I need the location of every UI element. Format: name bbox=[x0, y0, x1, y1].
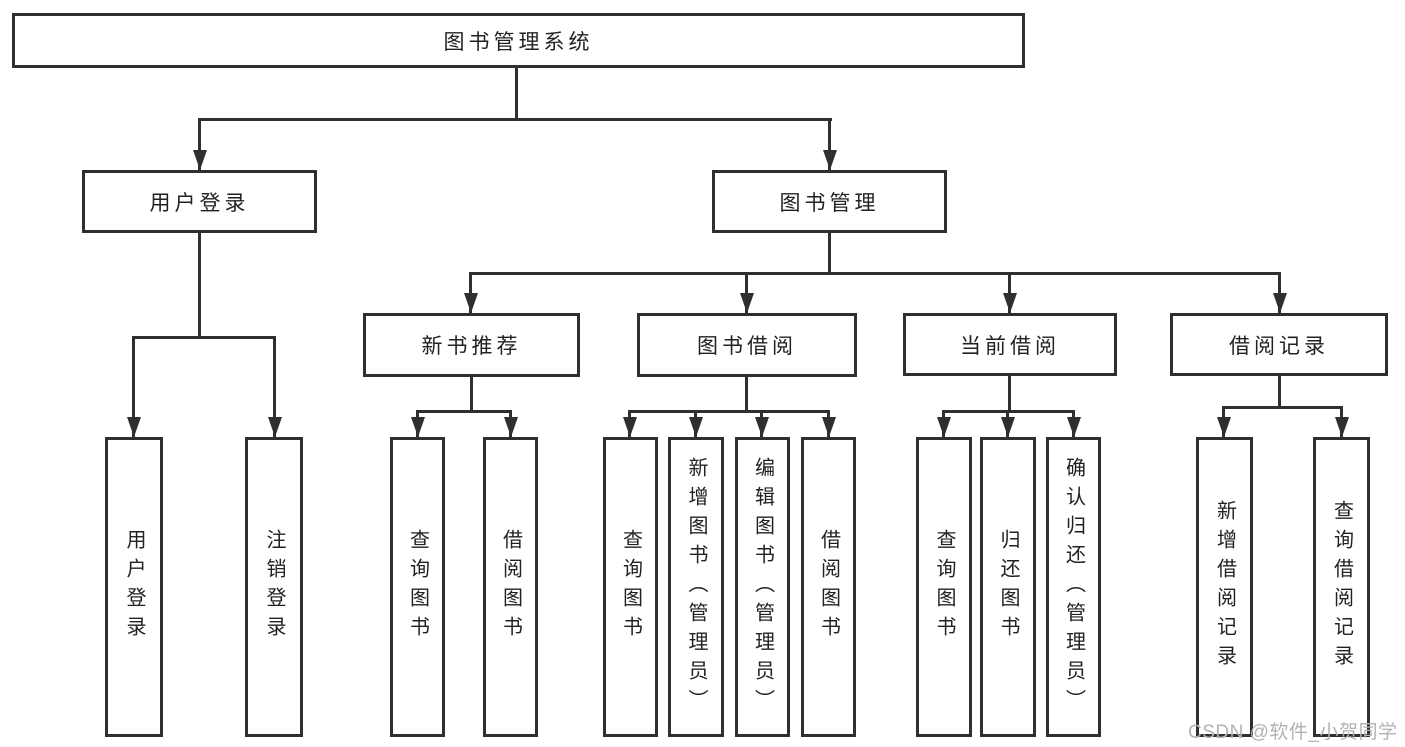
node-borrow-records: 借阅记录 bbox=[1170, 313, 1388, 376]
node-book-mgmt: 图书管理 bbox=[712, 170, 947, 233]
node-bb-borrow-books: 借阅图书 bbox=[801, 437, 856, 737]
connector-book-mgmt-stub bbox=[828, 233, 831, 272]
node-root: 图书管理系统 bbox=[12, 13, 1025, 68]
arrow-to-book-mgmt bbox=[828, 118, 831, 170]
node-cb-confirm-return-admin: 确认归还（管理员） bbox=[1046, 437, 1101, 737]
arrow-to-bb-query bbox=[628, 410, 631, 437]
node-cb-return-books: 归还图书 bbox=[980, 437, 1036, 737]
arrow-to-cb-query bbox=[942, 410, 945, 437]
arrow-to-new-book-rec bbox=[469, 272, 472, 313]
node-cb-query-books: 查询图书 bbox=[916, 437, 972, 737]
arrow-to-user-login-group bbox=[198, 118, 201, 170]
connector-book-borrow-distributor bbox=[628, 410, 830, 413]
csdn-watermark: CSDN @软件_小贺同学 bbox=[1188, 722, 1398, 743]
arrow-to-borrow-records bbox=[1278, 272, 1281, 313]
node-book-borrow: 图书借阅 bbox=[637, 313, 857, 377]
node-bb-query-books: 查询图书 bbox=[603, 437, 658, 737]
node-logout: 注销登录 bbox=[245, 437, 303, 737]
node-user-login-group: 用户登录 bbox=[82, 170, 317, 233]
arrow-to-bb-borrow bbox=[827, 410, 830, 437]
connector-new-book-rec-distributor bbox=[416, 410, 512, 413]
node-nb-query-books: 查询图书 bbox=[390, 437, 445, 737]
arrow-to-current-borrow bbox=[1008, 272, 1011, 313]
connector-borrow-records-distributor bbox=[1222, 406, 1343, 409]
arrow-to-nb-borrow bbox=[509, 410, 512, 437]
arrow-to-user-login bbox=[132, 336, 135, 437]
connector-book-mgmt-distributor bbox=[469, 272, 1281, 275]
arrow-to-logout bbox=[273, 336, 276, 437]
node-current-borrow: 当前借阅 bbox=[903, 313, 1117, 376]
node-new-book-rec: 新书推荐 bbox=[363, 313, 580, 377]
connector-borrow-records-stub bbox=[1278, 376, 1281, 406]
arrow-to-br-add bbox=[1222, 406, 1225, 437]
arrow-to-br-query bbox=[1340, 406, 1343, 437]
node-user-login: 用户登录 bbox=[105, 437, 163, 737]
connector-current-borrow-stub bbox=[1008, 376, 1011, 410]
node-br-add-record: 新增借阅记录 bbox=[1196, 437, 1253, 737]
arrow-to-cb-confirm bbox=[1072, 410, 1075, 437]
connector-book-borrow-stub bbox=[745, 377, 748, 410]
connector-user-login-distributor bbox=[132, 336, 276, 339]
arrow-to-nb-query bbox=[416, 410, 419, 437]
arrow-to-bb-add bbox=[694, 410, 697, 437]
arrow-to-book-borrow bbox=[745, 272, 748, 313]
node-nb-borrow-books: 借阅图书 bbox=[483, 437, 538, 737]
connector-root-distributor bbox=[198, 118, 832, 121]
arrow-to-cb-return bbox=[1006, 410, 1009, 437]
connector-user-login-stub bbox=[198, 233, 201, 336]
node-br-query-record: 查询借阅记录 bbox=[1313, 437, 1370, 737]
connector-new-book-rec-stub bbox=[470, 377, 473, 410]
node-bb-add-books-admin: 新增图书（管理员） bbox=[668, 437, 724, 737]
arrow-to-bb-edit bbox=[760, 410, 763, 437]
connector-root-stub bbox=[515, 68, 518, 118]
node-bb-edit-books-admin: 编辑图书（管理员） bbox=[735, 437, 790, 737]
